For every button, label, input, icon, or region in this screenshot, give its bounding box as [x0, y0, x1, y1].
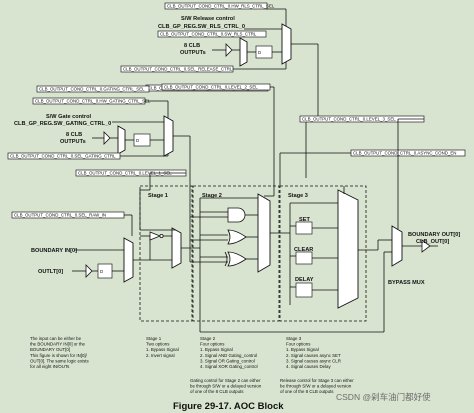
reg-level-2-sel-gate [36, 85, 150, 93]
reg-sw-rls-ctrl-label: CLB_OUTPUT_COND_CTRL_0.SW_RLS_CTRL [160, 32, 257, 37]
boundary-out-label: BOUNDARY OUT[0] [408, 232, 460, 238]
set-block [295, 221, 313, 235]
sw-release-reg: CLB_GP_REG.SW_RLS_CTRL_0 [158, 24, 245, 30]
mid-clb-select-mux [117, 125, 126, 155]
bypass-mux-label: BYPASS MUX [388, 280, 425, 286]
stage1-box [139, 185, 193, 322]
output-in-label: OUTLT[0] [38, 269, 63, 275]
gating-mux [163, 115, 174, 157]
sw-release-title: S/W Release control [181, 16, 235, 22]
stage3-label: Stage 3 [288, 193, 308, 199]
svg-text:D: D [258, 50, 261, 55]
reg-sel-raw-in-label: CLB_OUTPUT_COND_CTRL_0.SEL_RAW_IN [14, 213, 106, 218]
watermark: CSDN @剁车油门都好使 [336, 392, 431, 402]
out-buffer [85, 264, 93, 278]
reg-hw-rls-ctrl-sel [164, 2, 268, 10]
gating-control-section: CLB_OUTPUT_COND_CTRL_0.HW_GATING_CTRL_SE… [7, 85, 228, 263]
top-mux [281, 23, 292, 65]
xor-gate [227, 251, 247, 267]
sw-gate-title: S/W Gate control [46, 114, 92, 120]
svg-text:D: D [136, 138, 139, 143]
stage3-box [279, 185, 367, 322]
set-label: SET [299, 217, 310, 223]
stage2-box [192, 185, 280, 322]
top-buffer [225, 43, 233, 57]
reg-async-cond-en-label: CLB_OUTPUT_COND_CTRL_0.ASYNC_COND_EN [353, 151, 456, 156]
boundary-in-label: BOUNDARY IN[0] [31, 248, 77, 254]
stage1-label: Stage 1 [148, 193, 168, 199]
release-control-section: CLB_OUTPUT_COND_CTRL_0.HW_RLS_CTRL_SEL S… [120, 2, 319, 178]
reg-level-3-sel-label: CLB_OUTPUT_COND_CTRL_0.LEVEL_3_SEL [302, 117, 396, 122]
input-section: CLB_OUTPUT_COND_CTRL_0.SEL_RAW_IN BOUNDA… [11, 197, 258, 290]
reg-sw-rls-ctrl [157, 30, 267, 38]
sw-gate-reg: CLB_GP_REG.SW_GATING_CTRL_0 [14, 121, 111, 127]
delay-label: DELAY [295, 277, 314, 283]
reg-level-2-sel-label: CLB_OUTPUT_COND_CTRL_0.LEVEL_2_SEL [164, 85, 258, 90]
stage2-label: Stage 2 [202, 193, 222, 199]
stage3-logic: SET CLEAR DELAY [279, 153, 378, 309]
svg-text:CLB_OUTPUT_COND_CTRL_0.GATING_: CLB_OUTPUT_COND_CTRL_0.GATING_CTRL_SEL [39, 87, 145, 92]
reg-sel-gating-ctrl-label: CLB_OUTPUT_COND_CTRL_0.SEL_GATING_CTRL [10, 154, 116, 159]
reg-hw-rls-ctrl-sel-label: CLB_OUTPUT_COND_CTRL_0.HW_RLS_CTRL_SEL [167, 4, 275, 9]
output-section: BOUNDARY OUT[0] CLB_OUT[0] BYPASS MUX [199, 225, 460, 333]
clear-label: CLEAR [294, 247, 313, 253]
clb-outputs-top-2: OUTPUTs [180, 50, 206, 56]
clb-outputs-mid-2: OUTPUTs [60, 139, 86, 145]
mid-buffer [103, 131, 111, 145]
stage1-inverter [149, 231, 162, 241]
top-clb-select-mux [239, 37, 248, 67]
stage1-mux [171, 227, 182, 269]
delay-block [295, 282, 313, 298]
output-buffer [421, 239, 431, 253]
figure-caption: Figure 29-17. AOC Block [173, 401, 284, 412]
reg-hw-gating-ctrl-sel-label: CLB_OUTPUT_COND_CTRL_0.HW_GATING_CTRL_SE… [35, 99, 151, 104]
reg-sel-release-ctrl-label: CLB_OUTPUT_COND_CTRL_0.SEL_RELEASE_CTRL [123, 67, 233, 72]
and-gate [227, 207, 246, 223]
stage3-mux [337, 189, 359, 309]
stage2-logic [224, 193, 290, 273]
or-gate [227, 229, 247, 245]
clb-outputs-mid-1: 8 CLB [66, 132, 82, 138]
level-select-registers: CLB_OUTPUT_COND_CTRL_0.LEVEL_3_SEL CLB_O… [75, 83, 466, 230]
reg-level-1-sel-label: CLB_OUTPUT_COND_CTRL_0.LEVEL_1_SEL [78, 171, 172, 176]
input-mux [123, 237, 134, 283]
bypass-mux [391, 225, 403, 267]
clear-block [295, 251, 313, 265]
clb-out-label: CLB_OUT[0] [416, 239, 449, 245]
clb-outputs-top-1: 8 CLB [184, 43, 200, 49]
stage2-mux [257, 193, 271, 273]
svg-text:D: D [100, 269, 103, 274]
